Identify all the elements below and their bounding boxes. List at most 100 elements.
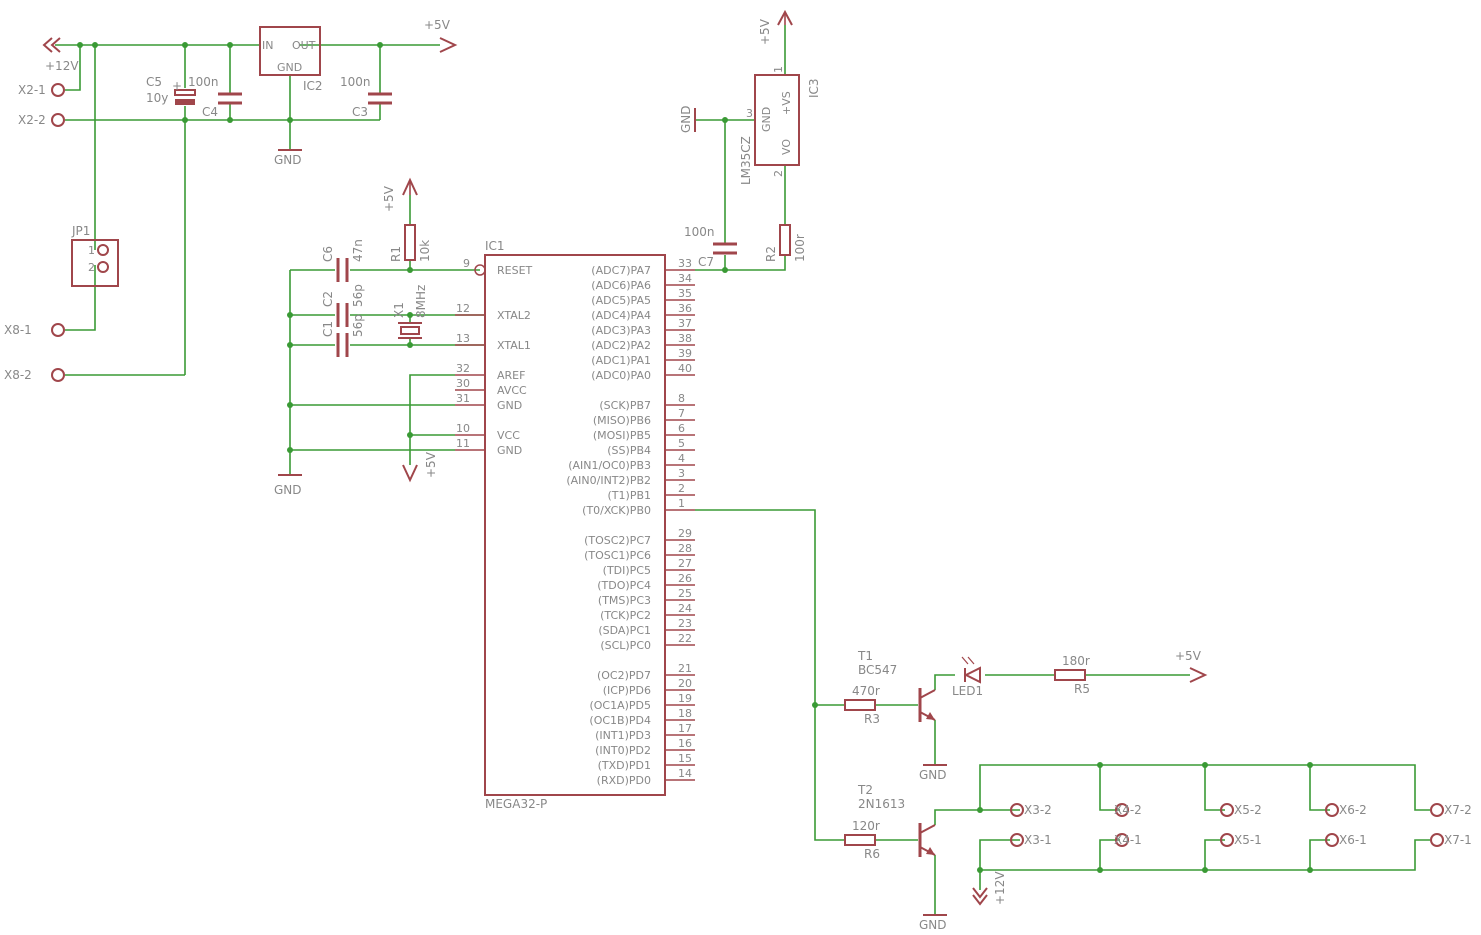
connector-x6-1: X6-1 (1325, 833, 1367, 847)
label-plus5v-led: +5V (1175, 649, 1202, 663)
label-ic2: IC2 (303, 79, 323, 93)
mcu-pin-right: (ADC5)PA5 35 (591, 287, 695, 307)
label-x8-1: X8-1 (4, 323, 32, 337)
label-gnd-regulator: GND (274, 153, 302, 167)
transistor-t2: T2 2N1613 (857, 783, 936, 857)
connector-x7-2: X7-2 (1430, 803, 1472, 817)
mcu-pin-right: (MOSI)PB5 6 (593, 422, 695, 442)
pin-label: (ADC4)PA4 (591, 309, 651, 322)
label-r5: R5 (1074, 682, 1090, 696)
pin-number: 1 (678, 497, 685, 510)
label-c4-value: 100n (188, 75, 219, 89)
pin-label: (INT0)PD2 (595, 744, 651, 757)
label-gnd-mcu: GND (274, 483, 302, 497)
mcu-ic1: IC1 MEGA32-P RESET9XTAL212XTAL113AREF32A… (455, 239, 695, 811)
pin-number: 4 (678, 452, 685, 465)
pin-label: (ADC1)PA1 (591, 354, 651, 367)
pin-label: XTAL2 (497, 309, 531, 322)
gnd-lm35: GND (679, 105, 696, 133)
label-plus12v-bottom: +12V (993, 871, 1007, 905)
pin-number: 6 (678, 422, 685, 435)
pin-number: 24 (678, 602, 692, 615)
mcu-pin-right: (ADC2)PA2 38 (591, 332, 695, 352)
mcu-pin-right: (TOSC1)PC6 28 (584, 542, 695, 562)
pin-label: (SS)PB4 (607, 444, 651, 457)
pin-number: 38 (678, 332, 692, 345)
pin-number: 35 (678, 287, 692, 300)
pin-number: 40 (678, 362, 692, 375)
label-r6-value: 120r (852, 819, 880, 833)
pin-number: 19 (678, 692, 692, 705)
led-led1: LED1 (952, 656, 983, 698)
label-gnd-lm35: GND (679, 105, 693, 133)
pin-number: 34 (678, 272, 692, 285)
label-plus5v-lm35: +5V (758, 18, 772, 45)
pin-number: 30 (456, 377, 470, 390)
regulator-ic2: IN OUT GND IC2 (259, 26, 323, 93)
label-ic2-in: IN (262, 39, 273, 52)
label-r3: R3 (864, 712, 880, 726)
pin-number: 12 (456, 302, 470, 315)
pin-label: GND (497, 444, 522, 457)
mcu-left-pins: RESET9XTAL212XTAL113AREF32AVCC30GND31VCC… (455, 257, 533, 457)
label-plus5v-r1: +5V (382, 185, 396, 212)
connector-x3-2: X3-2 (1010, 803, 1052, 817)
label-ic2-out: OUT (292, 39, 316, 52)
connector-x5-2: X5-2 (1220, 803, 1262, 817)
pin-label: (MOSI)PB5 (593, 429, 651, 442)
resistor-r1: R1 10k (389, 224, 432, 262)
pin-label: (OC1A)PD5 (589, 699, 651, 712)
pin-number: 21 (678, 662, 692, 675)
resistor-r5: 180r R5 (1054, 654, 1090, 696)
resistor-r6: 120r R6 (844, 819, 880, 861)
pin-label: (ADC2)PA2 (591, 339, 651, 352)
label-r1-value: 10k (418, 240, 432, 262)
pin-number: 32 (456, 362, 470, 375)
label-r2: R2 (764, 246, 778, 262)
pin-number: 10 (456, 422, 470, 435)
pin-number: 3 (678, 467, 685, 480)
pin-number: 26 (678, 572, 692, 585)
label-t2: T2 (857, 783, 873, 797)
pin-number: 8 (678, 392, 685, 405)
mcu-pin-right: (OC1A)PD5 19 (589, 692, 695, 712)
power-5v-lm35: +5V (758, 9, 793, 45)
pin-number: 29 (678, 527, 692, 540)
pin-label: (SCK)PB7 (599, 399, 651, 412)
pin-number: 22 (678, 632, 692, 645)
capacitor-c6: C6 47n (321, 239, 365, 282)
pin-label: (TOSC1)PC6 (584, 549, 651, 562)
wires (55, 25, 1430, 915)
gnd-mcu: GND (274, 474, 302, 497)
pin-label: (ADC5)PA5 (591, 294, 651, 307)
capacitor-c2: C2 56p (321, 284, 365, 327)
connector-x8-1: X8-1 (4, 323, 65, 337)
pin-number: 28 (678, 542, 692, 555)
label-jp1-pin1: 1 (88, 244, 95, 257)
label-ic3: IC3 (807, 78, 821, 98)
label-ic3-gnd: GND (760, 107, 773, 132)
pin-label: (TMS)PC3 (598, 594, 651, 607)
label-x1: X1 (392, 302, 406, 318)
label-r1: R1 (389, 246, 403, 262)
pin-label: (MISO)PB6 (593, 414, 651, 427)
connector-x4-1: X4-1 (1114, 833, 1142, 847)
pin-number: 9 (463, 257, 470, 270)
pin-label: (TXD)PD1 (598, 759, 651, 772)
capacitor-c5: + C5 10y (146, 75, 196, 105)
pin-label: (SDA)PC1 (598, 624, 651, 637)
pin-number: 37 (678, 317, 692, 330)
pin-label: (AIN0/INT2)PB2 (566, 474, 651, 487)
